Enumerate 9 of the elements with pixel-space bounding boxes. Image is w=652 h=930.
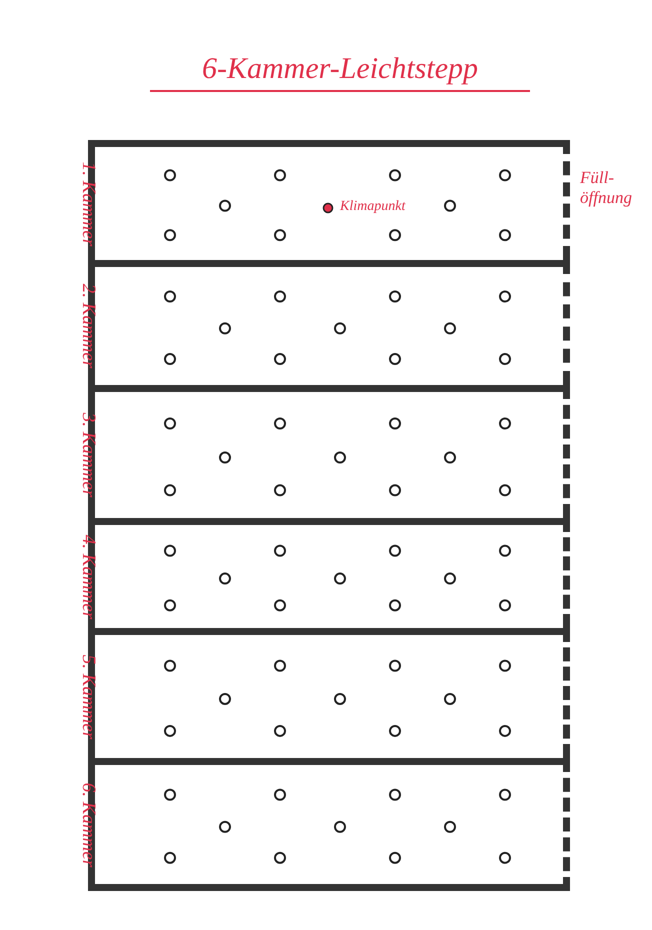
chamber-label: 4. Kammer (77, 533, 99, 622)
annotation: Klimapunkt (340, 199, 406, 215)
chamber-label: 2. Kammer (77, 282, 99, 370)
chamber-label: 6. Kammer (77, 781, 99, 870)
annotation: Füll- öffnung (580, 168, 633, 208)
title: 6-Kammer-Leichtstepp (150, 52, 530, 92)
chamber-label: 1. Kammer (77, 160, 99, 248)
chamber-label: 5. Kammer (77, 653, 99, 742)
chamber-label: 3. Kammer (77, 412, 99, 500)
